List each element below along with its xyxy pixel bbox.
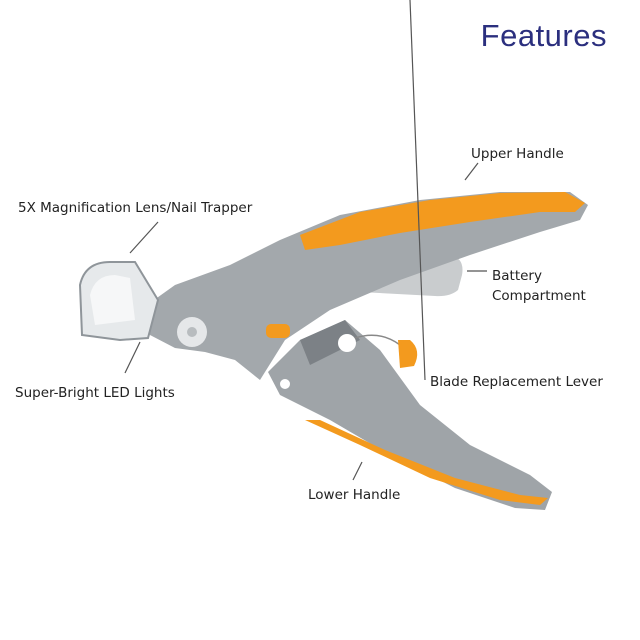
upper-handle-shape (140, 192, 588, 380)
lever-pivot (338, 334, 356, 352)
lower-handle-shape (268, 320, 552, 510)
label-lower-handle: Lower Handle (308, 487, 401, 503)
label-blade-lever: Blade Replacement Lever (430, 374, 603, 390)
lower-handle-grip (305, 420, 548, 505)
page-title: Features (480, 18, 607, 53)
label-magnification-lens: 5X Magnification Lens/Nail Trapper (18, 200, 253, 216)
label-battery-line2: Compartment (492, 288, 586, 304)
blade-replacement-lever (398, 340, 418, 368)
upper-handle-grip (300, 192, 585, 250)
orange-button (266, 324, 290, 338)
label-upper-handle: Upper Handle (471, 146, 564, 162)
label-led-lights: Super-Bright LED Lights (15, 385, 175, 401)
label-battery-line1: Battery (492, 268, 542, 284)
